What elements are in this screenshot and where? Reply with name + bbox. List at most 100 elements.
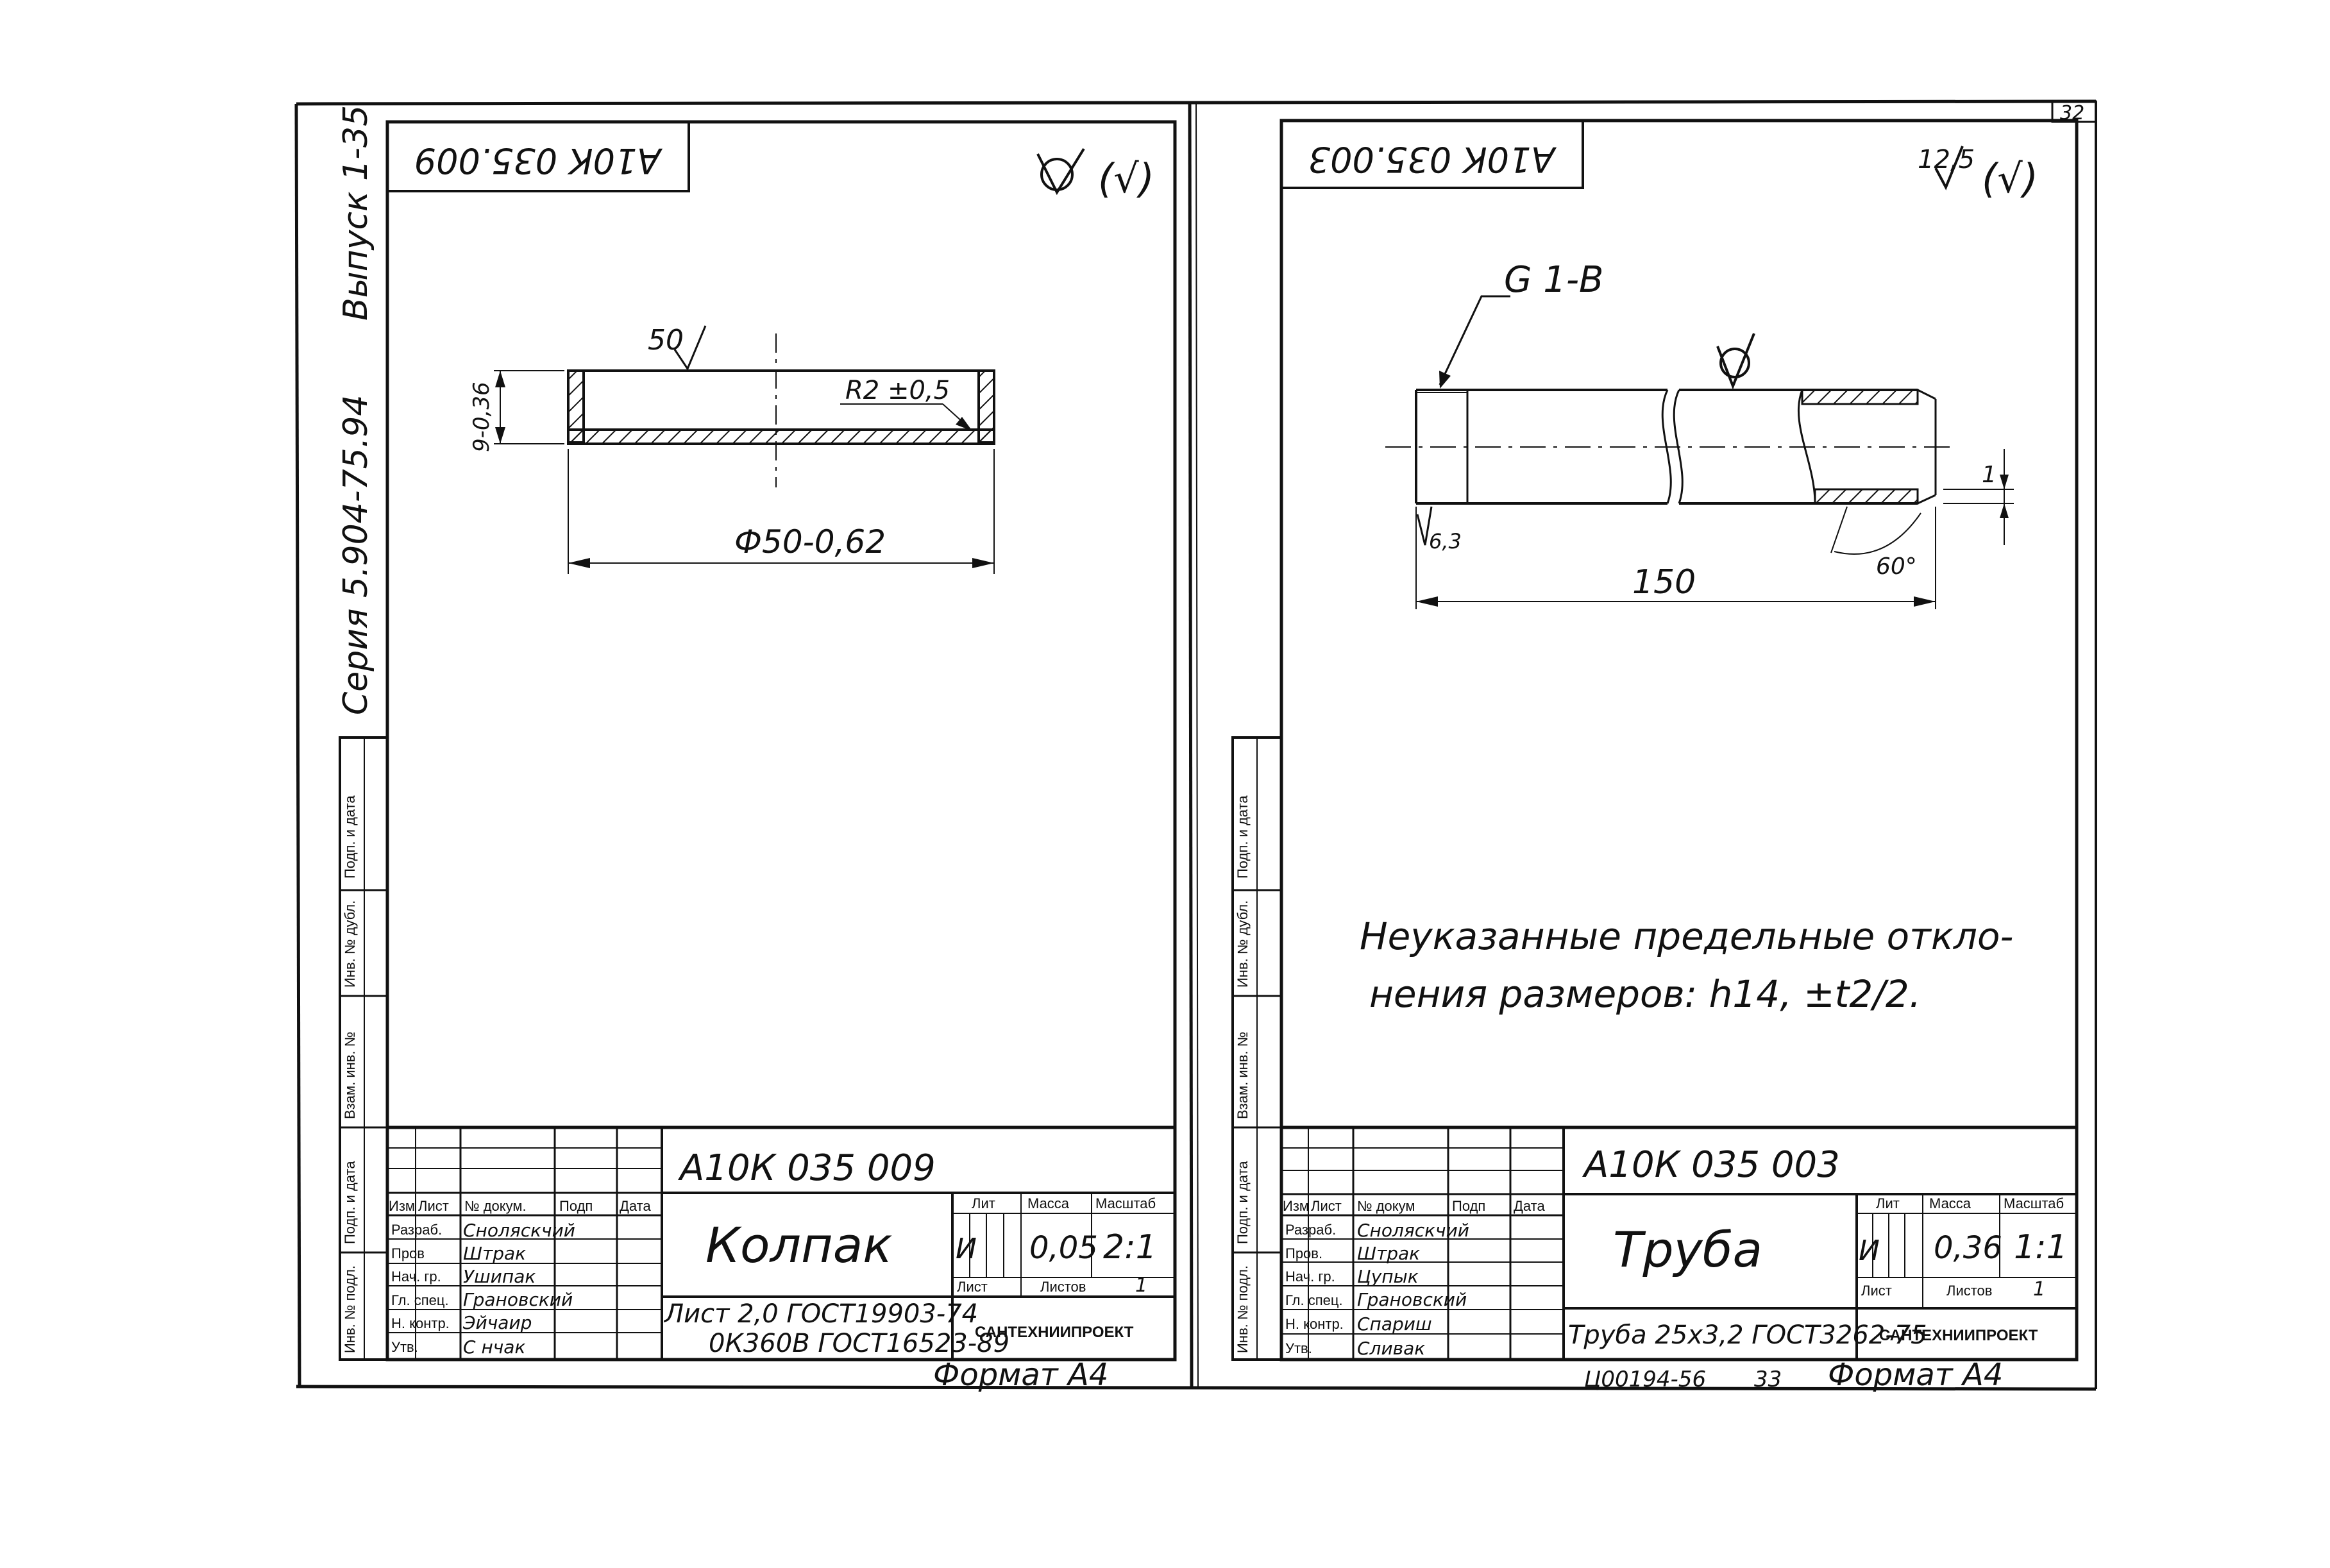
outer-frame: [294, 99, 2097, 1391]
right-title-names: Сноляскчий Штрак Цупык Грановский Спариш…: [1357, 1220, 1469, 1359]
right-roughness-value: 12,5: [1918, 145, 1975, 174]
r-name-2: Штрак: [1357, 1243, 1420, 1264]
issue-label: Выпуск 1-35: [337, 105, 375, 321]
name-2: Штрак: [463, 1243, 526, 1264]
side-label-2: Инв. № дубл.: [342, 900, 358, 988]
name-5: Эйчаир: [462, 1312, 532, 1333]
r-hdr-sheets: Листов: [1946, 1283, 1992, 1299]
cap-dim-radius: R2 ±0,5: [845, 376, 950, 405]
left-format: Формат А4: [933, 1357, 1108, 1393]
left-title-headers: Изм Лист № докум. Подп Дата Разраб. Пров…: [389, 1195, 1156, 1355]
left-side-labels: Подп. и дата Инв. № дубл. Взам. инв. № П…: [342, 795, 358, 1353]
name-4: Грановский: [463, 1289, 573, 1310]
r-name-6: Сливак: [1357, 1338, 1425, 1359]
r-role-1: Разраб.: [1285, 1222, 1336, 1238]
col-header-sign: Подп: [559, 1198, 593, 1214]
role-5: Н. контр.: [391, 1315, 450, 1331]
role-3: Нач. гр.: [391, 1269, 441, 1285]
left-roughness-symbol: (√): [1098, 155, 1154, 202]
right-lit: И: [1859, 1235, 1880, 1267]
note-line-1: Неуказанные предельные откло-: [1360, 915, 2013, 958]
col-header-doc: № докум.: [464, 1198, 527, 1214]
left-org: САНТЕХНИИПРОЕКТ: [975, 1324, 1134, 1341]
left-scale: 2:1: [1103, 1228, 1157, 1267]
r-role-4: Гл. спец.: [1285, 1292, 1343, 1308]
r-hdr-lit: Лит: [1876, 1195, 1900, 1211]
series-label: Серия 5.904-75.94: [337, 395, 375, 715]
r-role-3: Нач. гр.: [1285, 1269, 1335, 1285]
side-label-1: Подп. и дата: [342, 795, 358, 879]
left-roughness-mark: (√): [1036, 148, 1154, 202]
r-name-5: Спариш: [1357, 1313, 1432, 1335]
left-sheets-value: 1: [1135, 1274, 1147, 1297]
right-org: САНТЕХНИИПРОЕКТ: [1879, 1327, 2038, 1344]
page-number: 33: [1754, 1367, 1782, 1392]
left-mass: 0,05: [1029, 1230, 1098, 1266]
r-hdr-scale: Масштаб: [2004, 1195, 2064, 1211]
pipe-dim-wall: 1: [1982, 462, 1997, 488]
r-role-2: Пров.: [1285, 1245, 1322, 1261]
right-side-labels: Подп. и дата Инв. № дубл. Взам. инв. № П…: [1235, 795, 1251, 1353]
r-role-6: Утв.: [1285, 1340, 1312, 1356]
side-label-4: Подп. и дата: [342, 1161, 358, 1244]
cap-dim-diameter: Ф50-0,62: [734, 523, 886, 561]
r-col-header-doc: № докум: [1357, 1198, 1415, 1214]
left-side-strip: [339, 736, 389, 1361]
name-6: С нчак: [463, 1336, 525, 1358]
left-title-block: [387, 1125, 1175, 1360]
pipe-dim-length: 150: [1632, 563, 1696, 602]
col-header-date: Дата: [620, 1198, 651, 1214]
r-side-label-3: Взам. инв. №: [1235, 1032, 1251, 1119]
r-name-3: Цупык: [1357, 1266, 1419, 1287]
name-1: Сноляскчий: [463, 1220, 575, 1241]
name-3: Ушипак: [463, 1266, 536, 1287]
right-title-headers: Изм Лист № докум Подп Дата Разраб. Пров.…: [1283, 1195, 2064, 1356]
cap-dim-height: 9-0,36: [469, 382, 494, 452]
r-side-label-4: Подп. и дата: [1235, 1161, 1251, 1244]
right-rotated-code: А10К 035.003: [1308, 139, 1557, 180]
corner-number: 32: [2060, 102, 2084, 124]
side-label-5: Инв. № подл.: [342, 1265, 358, 1353]
order-number: Ц00194-56: [1584, 1367, 1706, 1392]
left-title-names: Сноляскчий Штрак Ушипак Грановский Эйчаи…: [462, 1220, 575, 1358]
right-stamp-code: А10К 035 003: [1582, 1144, 1840, 1186]
right-title: Труба: [1613, 1221, 1762, 1278]
left-rotated-code: А10К 035.009: [414, 140, 663, 181]
right-scale: 1:1: [2014, 1228, 2068, 1267]
r-hdr-sheet: Лист: [1861, 1283, 1892, 1299]
side-label-3: Взам. инв. №: [342, 1032, 358, 1119]
r-side-label-5: Инв. № подл.: [1235, 1265, 1251, 1353]
right-roughness-mark: 12,5 (√): [1918, 145, 2038, 202]
left-lit: И: [956, 1233, 977, 1265]
r-name-4: Грановский: [1357, 1289, 1467, 1310]
right-mass: 0,36: [1934, 1230, 2002, 1266]
hdr-scale: Масштаб: [1095, 1195, 1156, 1211]
col-header-list: Лист: [418, 1198, 449, 1214]
r-role-5: Н. контр.: [1285, 1316, 1344, 1332]
pipe-drawing: [1385, 295, 2014, 609]
r-side-label-1: Подп. и дата: [1235, 795, 1251, 879]
note-line-2: нения размеров: h14, ±t2/2.: [1369, 972, 1921, 1016]
left-material-2: 0К360В ГОСТ16523-89: [709, 1329, 1009, 1358]
hdr-lit: Лит: [972, 1195, 995, 1211]
role-1: Разраб.: [391, 1222, 442, 1238]
hdr-mass: Масса: [1027, 1195, 1070, 1211]
role-2: Пров: [391, 1245, 425, 1261]
right-sheets-value: 1: [2033, 1278, 2045, 1301]
right-side-strip: [1231, 736, 1283, 1361]
left-material-1: Лист 2,0 ГОСТ19903-74: [663, 1299, 978, 1329]
cap-dim-roughness: 50: [648, 324, 684, 357]
r-hdr-mass: Масса: [1929, 1195, 1971, 1211]
r-col-header-sign: Подп: [1452, 1198, 1485, 1214]
hdr-sheets: Листов: [1040, 1279, 1086, 1295]
r-col-header-list: Лист: [1311, 1198, 1342, 1214]
left-title: Колпак: [705, 1217, 892, 1274]
cap-drawing: [494, 325, 995, 574]
right-roughness-symbol: (√): [1982, 155, 2038, 202]
right-format: Формат А4: [1828, 1357, 2003, 1393]
r-col-header-izm: Изм: [1283, 1198, 1309, 1214]
role-4: Гл. спец.: [391, 1292, 449, 1308]
right-material: Труба 25х3,2 ГОСТ3262-75: [1568, 1320, 1927, 1350]
pipe-dim-small: 6,3: [1429, 529, 1462, 553]
